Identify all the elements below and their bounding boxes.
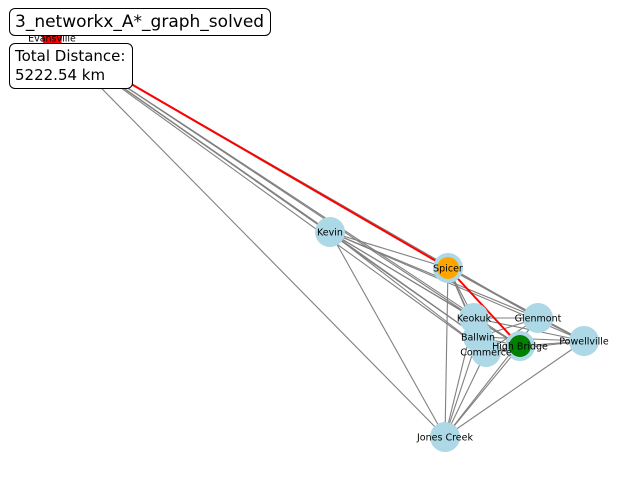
edge-kevin-commerce — [329, 231, 487, 353]
node-kevin — [315, 217, 345, 247]
node-label-glenmont: Glenmont — [515, 314, 562, 325]
edge-kevin-spicer — [329, 231, 449, 269]
node-label-keokuk: Keokuk — [457, 314, 492, 325]
edge-kevin-jones-creek — [329, 231, 446, 438]
edge-evansville-high-bridge — [51, 37, 521, 347]
node-glenmont — [523, 303, 553, 333]
node-jones-creek — [430, 422, 460, 452]
node-label-commerce: Commerce — [460, 348, 512, 359]
total-distance-box: Total Distance: 5222.54 km — [9, 43, 134, 89]
graph-title: 3_networkx_A*_graph_solved — [9, 8, 272, 36]
node-label-kevin: Kevin — [317, 228, 343, 239]
edge-high-bridge-jones-creek — [444, 345, 521, 438]
node-powellville — [569, 326, 599, 356]
edge-evansville-jones-creek — [51, 37, 446, 438]
edge-commerce-powellville — [485, 340, 585, 353]
total-distance-label: Total Distance: — [15, 47, 126, 65]
node-label-ballwin: Ballwin — [461, 333, 495, 344]
edge-powellville-jones-creek — [444, 340, 585, 438]
nodes-layer — [42, 28, 599, 452]
node-spicer — [437, 257, 459, 279]
edge-kevin-ballwin — [329, 231, 479, 338]
node-label-evansville: Evansville — [28, 34, 76, 45]
edge-commerce-jones-creek — [444, 351, 487, 438]
edge-spicer-jones-creek — [444, 267, 449, 438]
node-label-powellville: Powellville — [559, 337, 609, 348]
node-high-bridge — [509, 335, 531, 357]
node-label-spicer: Spicer — [433, 264, 463, 275]
total-distance-value: 5222.54 km — [15, 66, 106, 84]
edge-spicer-powellville — [447, 267, 585, 342]
node-commerce — [471, 337, 501, 367]
node-label-high-bridge: High Bridge — [492, 342, 548, 353]
node-label-jones-creek: Jones Creek — [416, 433, 473, 444]
edge-evansville-commerce — [51, 37, 487, 353]
